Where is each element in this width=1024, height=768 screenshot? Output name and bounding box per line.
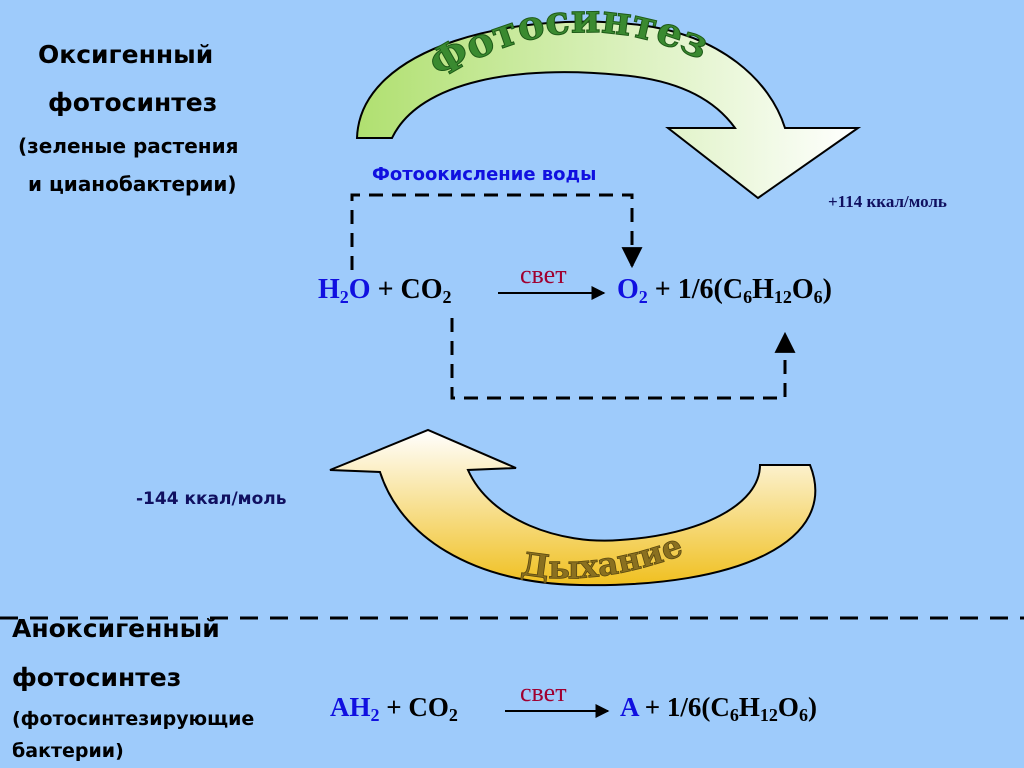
co2-formula-2: + CO2 [379,692,458,725]
equation2-reactants: AH2 + CO2 [330,692,458,725]
equation2-products: A + 1/6(C6H12O6) [620,692,817,725]
oxygen-formula: O2 [617,274,648,307]
light-label-1: свет [520,260,567,289]
carbon-path [450,318,796,400]
oxygenic-title-line1: Оксигенный [38,40,214,69]
photooxidation-path [350,193,643,270]
light-label-2: свет [520,678,567,707]
oxygenic-subtitle-line2: и цианобактерии) [28,172,237,196]
respiration-arrow [329,428,817,587]
equation1-reactants: H2O + CO2 [318,274,452,306]
oxygenic-subtitle-line1: (зеленые растения [18,134,239,158]
photosynthesis-arrow [355,20,862,200]
energy-plus-label: +114 ккал/моль [828,192,947,211]
energy-minus-label: -144 ккал/моль [136,489,287,509]
co2-formula: + CO2 [370,274,452,307]
anoxygenic-subtitle-line2: бактерии) [12,740,124,762]
equation1-products: O2 + 1/6(C6H12O6) [617,274,832,306]
glucose-formula-2: + 1/6(C6H12O6) [638,692,817,725]
anoxygenic-title-line2: фотосинтез [12,663,182,692]
anoxygenic-title-line1: Аноксигенный [12,614,220,643]
photooxidation-label: Фотоокисление воды [372,164,597,185]
anoxygenic-subtitle-line1: (фотосинтезирующие [12,708,255,730]
oxygenic-title-line2: фотосинтез [48,88,218,117]
water-formula: H2O [318,274,371,307]
oxidized-donor: A [620,692,639,722]
donor-formula: AH2 [330,692,380,725]
glucose-formula-1: + 1/6(C6H12O6) [647,274,832,307]
